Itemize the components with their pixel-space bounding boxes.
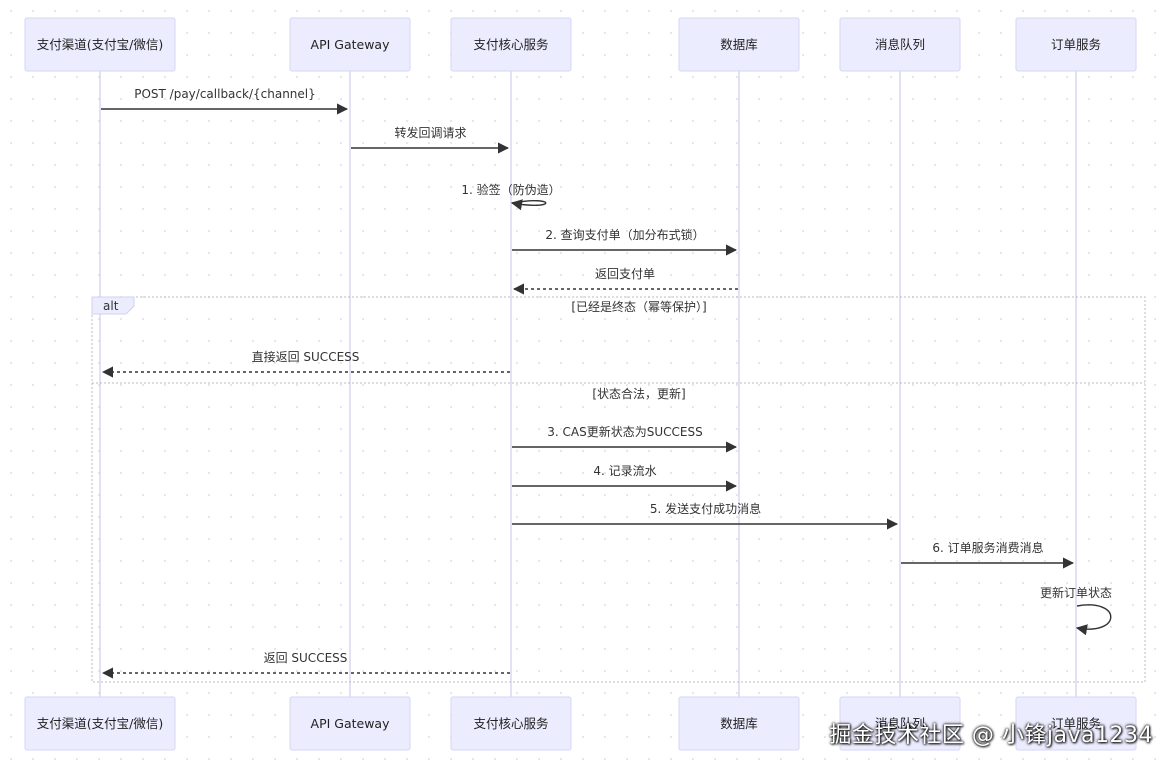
message-label: 返回支付单 <box>595 267 655 281</box>
participant-top-1[interactable]: API Gateway <box>289 17 411 72</box>
participant-label: 支付核心服务 <box>473 37 548 52</box>
message-label: POST /pay/callback/{channel} <box>134 87 316 101</box>
watermark: 掘金技术社区 @ 小锋java1234 <box>829 723 1153 748</box>
participant-box <box>450 696 572 751</box>
participant-label: 订单服务 <box>1051 716 1101 731</box>
participant-box <box>678 696 800 751</box>
participant-top-3[interactable]: 数据库 <box>678 17 800 72</box>
participant-box <box>839 696 961 751</box>
message-label: 3. CAS更新状态为SUCCESS <box>547 424 702 439</box>
message-label: 5. 发送支付成功消息 <box>650 501 761 516</box>
alt-frame <box>91 296 1146 683</box>
message-7: 4. 记录流水 <box>512 464 738 492</box>
participant-label: 支付渠道(支付宝/微信) <box>37 716 163 731</box>
participant-label: 订单服务 <box>1051 37 1101 52</box>
alt-condition-1: [状态合法，更新] <box>592 386 685 401</box>
message-label: 返回 SUCCESS <box>264 651 348 665</box>
participant-bottom-4[interactable]: 消息队列 <box>839 696 961 751</box>
participant-label: 消息队列 <box>875 716 925 731</box>
self-message-arrow <box>1075 604 1112 636</box>
participant-label: API Gateway <box>311 37 391 52</box>
message-label: 2. 查询支付单（加分布式锁） <box>545 227 704 242</box>
message-2: 1. 验签（防伪造） <box>461 182 561 211</box>
participant-box <box>839 17 961 72</box>
message-10: 更新订单状态 <box>1040 585 1112 636</box>
message-label: 直接返回 SUCCESS <box>252 349 360 364</box>
participant-bottom-1[interactable]: API Gateway <box>289 696 411 751</box>
message-11: 返回 SUCCESS <box>101 651 510 679</box>
message-6: 3. CAS更新状态为SUCCESS <box>512 424 738 453</box>
message-label: 更新订单状态 <box>1040 585 1112 600</box>
participant-bottom-3[interactable]: 数据库 <box>678 696 800 751</box>
participant-label: API Gateway <box>311 716 391 731</box>
self-message-arrow <box>510 199 547 211</box>
message-1: 转发回调请求 <box>351 125 510 154</box>
message-4: 返回支付单 <box>512 267 738 295</box>
message-0: POST /pay/callback/{channel} <box>101 87 349 115</box>
participant-top-4[interactable]: 消息队列 <box>839 17 961 72</box>
participant-box <box>24 17 176 72</box>
message-label: 6. 订单服务消费消息 <box>932 540 1043 555</box>
participant-top-5[interactable]: 订单服务 <box>1015 17 1137 72</box>
participant-box <box>289 17 411 72</box>
participant-box <box>678 17 800 72</box>
participant-box <box>1015 696 1137 751</box>
alt-label: alt <box>103 299 119 313</box>
message-5: 直接返回 SUCCESS <box>101 349 510 378</box>
participant-box <box>1015 17 1137 72</box>
participant-bottom-0[interactable]: 支付渠道(支付宝/微信) <box>24 696 176 751</box>
message-label: 转发回调请求 <box>394 125 466 140</box>
participant-box <box>24 696 176 751</box>
participant-label: 数据库 <box>720 716 758 731</box>
message-8: 5. 发送支付成功消息 <box>512 501 899 530</box>
participant-label: 支付渠道(支付宝/微信) <box>37 37 163 52</box>
alt-label-box <box>91 296 135 315</box>
alt-condition-0: [已经是终态（幂等保护）] <box>571 299 706 314</box>
message-3: 2. 查询支付单（加分布式锁） <box>512 227 738 256</box>
participant-box <box>450 17 572 72</box>
participant-bottom-5[interactable]: 订单服务 <box>1015 696 1137 751</box>
participant-bottom-2[interactable]: 支付核心服务 <box>450 696 572 751</box>
message-label: 4. 记录流水 <box>593 464 656 478</box>
participant-top-2[interactable]: 支付核心服务 <box>450 17 572 72</box>
participant-label: 数据库 <box>720 37 758 52</box>
participant-box <box>289 696 411 751</box>
participant-top-0[interactable]: 支付渠道(支付宝/微信) <box>24 17 176 72</box>
participant-label: 消息队列 <box>875 37 925 52</box>
participant-label: 支付核心服务 <box>473 716 548 731</box>
message-9: 6. 订单服务消费消息 <box>901 540 1075 569</box>
message-label: 1. 验签（防伪造） <box>461 182 560 197</box>
